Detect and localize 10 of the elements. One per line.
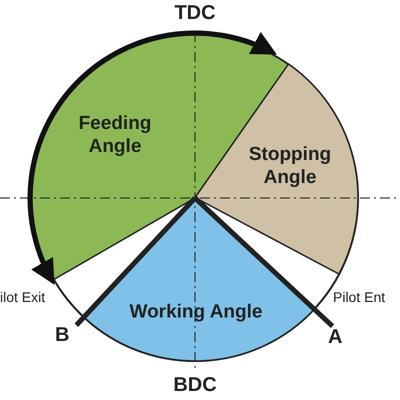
marker-label: A [328,326,342,349]
position-label: Pilot Ent [333,289,386,305]
marker-label: TDC [174,2,216,25]
position-label: ilot Exit [0,289,46,305]
stopping-angle-sector [195,64,358,274]
marker-label: B [55,324,70,347]
sector-label: Feeding Angle [78,112,152,158]
sector-label: Stopping Angle [248,142,332,189]
sector-label: Working Angle [128,300,264,324]
marker-label: BDC [173,374,217,397]
